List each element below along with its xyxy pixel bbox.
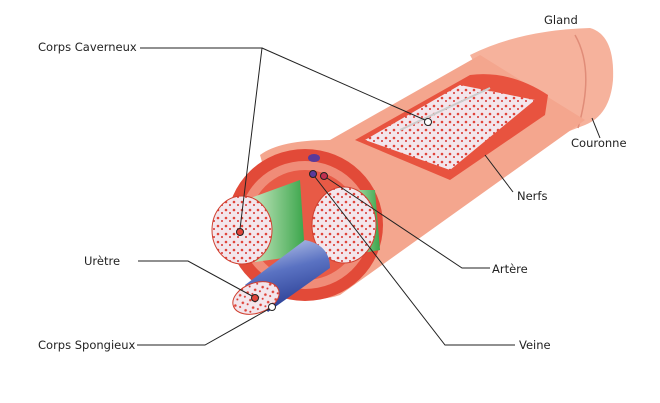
label-corps-caverneux: Corps Caverneux (38, 40, 137, 54)
label-veine: Veine (519, 338, 551, 352)
label-couronne: Couronne (571, 136, 627, 150)
corpus-cavernosum-right (311, 186, 377, 264)
label-uretre: Urètre (84, 254, 121, 268)
dorsal-vein (308, 154, 320, 162)
leader-lines (137, 47, 601, 346)
label-nerfs: Nerfs (517, 189, 548, 203)
label-artere: Artère (492, 262, 528, 276)
label-corps-spongieux: Corps Spongieux (38, 338, 136, 352)
label-gland: Gland (544, 13, 578, 27)
